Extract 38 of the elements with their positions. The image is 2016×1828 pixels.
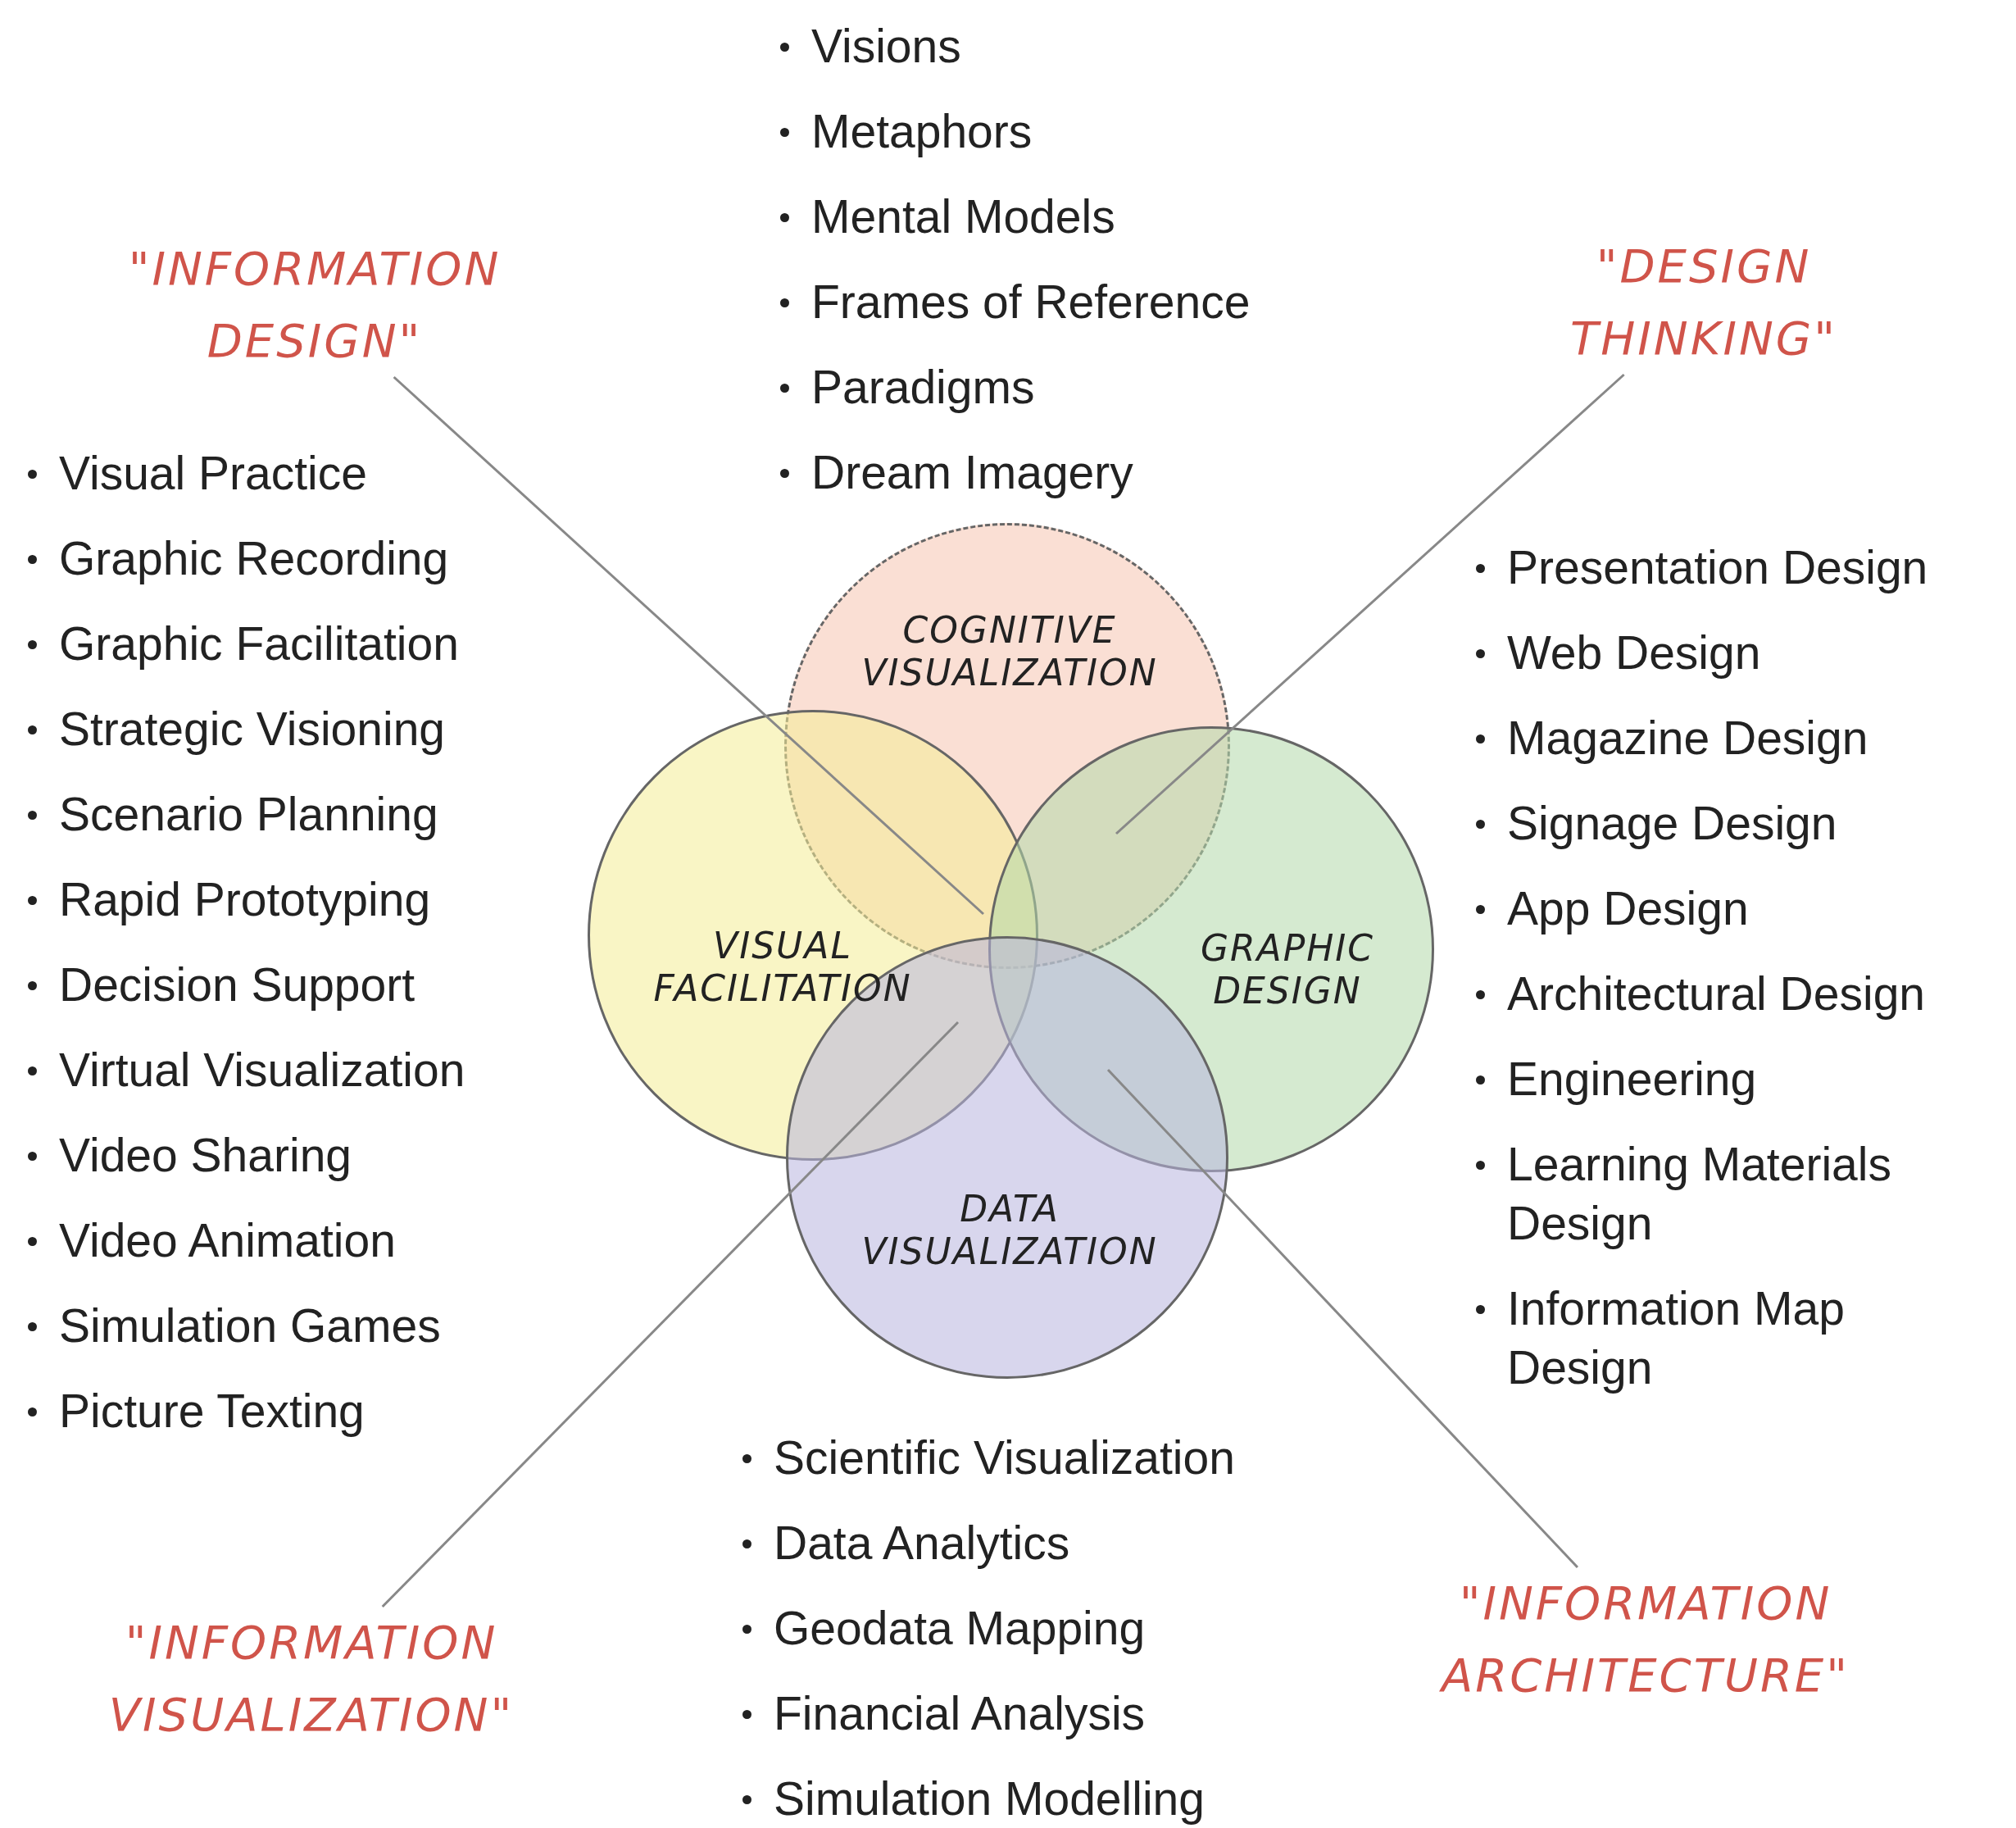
circle-label: COGNITIVE VISUALIZATION — [860, 609, 1159, 694]
circle-label: DATA VISUALIZATION — [860, 1188, 1159, 1273]
list-item: Video Animation — [23, 1211, 597, 1270]
list-item: Graphic Facilitation — [23, 614, 597, 673]
list-item: Architectural Design — [1471, 964, 1996, 1023]
list-item: Visual Practice — [23, 443, 597, 502]
list-item: Virtual Visualization — [23, 1040, 597, 1099]
leader-line — [1106, 1068, 1579, 1569]
category-quote: "INFORMATION ARCHITECTURE" — [1416, 1567, 1875, 1712]
category-quote: "INFORMATION VISUALIZATION" — [49, 1607, 574, 1751]
list-item: Web Design — [1471, 623, 1996, 682]
list-item: Scenario Planning — [23, 784, 597, 844]
list-item: Presentation Design — [1471, 538, 1996, 597]
list-item: Visions — [775, 16, 1513, 75]
list-item: Rapid Prototyping — [23, 870, 597, 929]
list-item: Decision Support — [23, 955, 597, 1014]
list-item: Graphic Recording — [23, 529, 597, 588]
list-item: Financial Analysis — [738, 1684, 1393, 1743]
list-item: Engineering — [1471, 1049, 1996, 1108]
circle-label: GRAPHIC DESIGN — [1199, 927, 1376, 1012]
list-item: Metaphors — [775, 102, 1513, 161]
list-item: Simulation Modelling — [738, 1769, 1393, 1828]
category-quote: "INFORMATION DESIGN" — [85, 233, 544, 377]
list-item: Picture Texting — [23, 1381, 597, 1440]
list-item: Dream Imagery — [775, 443, 1513, 502]
list-item: App Design — [1471, 879, 1996, 938]
list-item: Scientific Visualization — [738, 1428, 1393, 1487]
list-item: Geodata Mapping — [738, 1598, 1393, 1657]
list-item: Signage Design — [1471, 793, 1996, 853]
list-item: Learning Materials Design — [1471, 1135, 1996, 1253]
list-item: Data Analytics — [738, 1513, 1393, 1572]
list-item: Simulation Games — [23, 1296, 597, 1355]
list-item: Strategic Visioning — [23, 699, 597, 758]
list-item: Magazine Design — [1471, 708, 1996, 767]
list-item: Information Map Design — [1471, 1279, 1996, 1397]
list-item: Video Sharing — [23, 1125, 597, 1185]
leader-line — [393, 375, 984, 916]
leader-line — [381, 1021, 960, 1608]
